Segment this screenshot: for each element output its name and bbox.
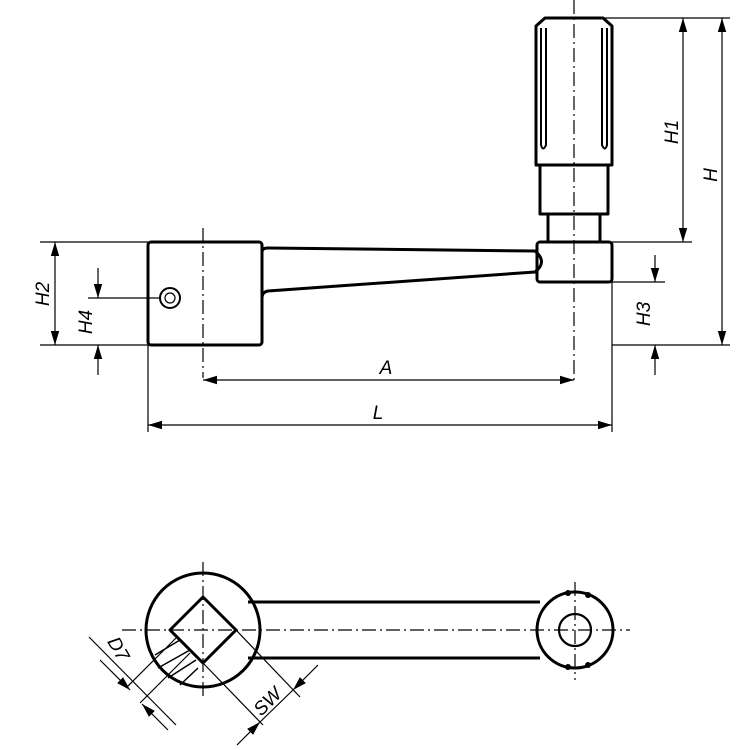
label-a: A [379, 358, 393, 379]
label-h3: H3 [634, 301, 655, 326]
label-h2: H2 [33, 281, 54, 306]
dim-d7 [99, 659, 131, 691]
set-screw [159, 287, 181, 309]
crank-arm [260, 246, 543, 299]
label-sw: SW [250, 682, 288, 720]
front-view: H1 H H2 H4 H3 A L [33, 0, 730, 432]
label-h: H [701, 168, 722, 182]
label-d7: D7 [103, 633, 134, 666]
label-h1: H1 [662, 120, 683, 144]
label-l: L [373, 403, 384, 424]
set-screw-inner [164, 292, 176, 304]
label-h4: H4 [76, 310, 97, 334]
top-view: D7 SW [88, 562, 630, 746]
shaft-hub [146, 240, 264, 347]
dim-sw [236, 721, 261, 746]
